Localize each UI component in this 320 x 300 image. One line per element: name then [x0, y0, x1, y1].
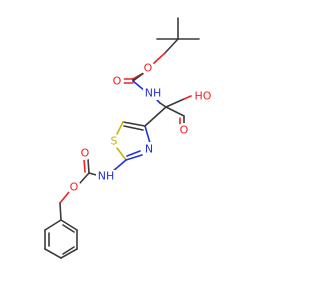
- atom-o-ester-top: O: [141, 61, 155, 75]
- atom-nh-bottom: NH: [96, 170, 116, 183]
- atom-label: NH: [98, 170, 115, 183]
- bond: [144, 125, 151, 144]
- bond: [125, 154, 143, 161]
- atom-label: NH: [145, 87, 162, 100]
- bond: [79, 172, 90, 184]
- bond: [126, 150, 141, 157]
- bond: [116, 121, 124, 135]
- atom-o-ester-bottom: O: [67, 180, 81, 194]
- bond: [116, 147, 127, 161]
- bond: [62, 246, 75, 255]
- bond: [123, 125, 144, 131]
- atom-s-thiazole: S: [107, 134, 121, 148]
- bond: [152, 52, 166, 65]
- atom-label: O: [113, 75, 122, 88]
- bond: [60, 248, 78, 259]
- atom-label: O: [144, 62, 153, 75]
- bond: [183, 95, 192, 100]
- atom-label: HO: [195, 90, 212, 103]
- bond: [165, 98, 185, 108]
- alpha-carbon-acid: [144, 95, 192, 127]
- atom-label: S: [111, 135, 118, 148]
- bond: [60, 219, 78, 231]
- bond: [144, 106, 167, 127]
- atom-labels: O O NH HO O S N NH: [67, 61, 213, 194]
- benzene-ring: [44, 219, 78, 259]
- bond: [44, 248, 62, 259]
- bond: [122, 121, 146, 127]
- bond: [59, 202, 62, 221]
- bond: [62, 224, 75, 233]
- bond: [87, 158, 90, 174]
- thiazole-ring: [116, 121, 151, 161]
- tert-butyl-group: [156, 17, 200, 54]
- atom-n-thiazole: N: [142, 142, 156, 156]
- atom-o-carbonyl-bottom: O: [78, 146, 92, 160]
- bond: [83, 158, 86, 173]
- boc-carbamate: [123, 52, 166, 92]
- bond: [44, 219, 62, 231]
- chemical-structure-diagram: O O NH HO O S N NH: [44, 17, 213, 259]
- atom-label: O: [81, 147, 90, 160]
- atom-o-carbonyl-top: O: [110, 74, 124, 88]
- atom-ho-acid: HO: [193, 90, 213, 103]
- atom-label: N: [145, 143, 153, 156]
- bond: [59, 191, 70, 204]
- bond: [132, 71, 146, 82]
- bond: [165, 106, 185, 117]
- bond: [164, 38, 179, 54]
- atom-nh-top: NH: [143, 87, 163, 100]
- atom-label: O: [180, 124, 189, 137]
- bond: [159, 102, 167, 108]
- atom-label: O: [70, 181, 79, 194]
- atom-o-acid: O: [177, 123, 191, 137]
